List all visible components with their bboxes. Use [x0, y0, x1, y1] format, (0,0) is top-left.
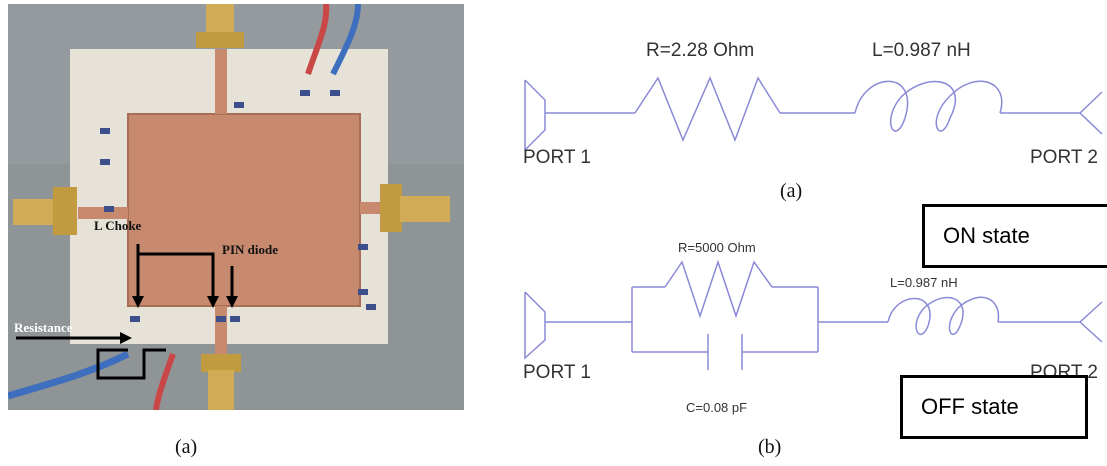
sma-connector-bottom — [201, 354, 241, 410]
caption-a: (a) — [175, 436, 198, 458]
off-inductor-label: L=0.987 nH — [890, 275, 958, 290]
sma-connector-left — [13, 187, 77, 235]
caption-b: (b) — [758, 436, 782, 458]
label-l-choke: L Choke — [94, 218, 142, 233]
sma-connector-top — [196, 4, 244, 48]
annotation-arrows — [16, 244, 234, 380]
on-state-label: ON state — [943, 223, 1030, 248]
on-state-box: ON state — [922, 204, 1107, 268]
off-port1-symbol — [524, 291, 546, 360]
on-inductor — [854, 80, 1003, 132]
on-port1-label: PORT 1 — [523, 147, 591, 168]
on-port1-symbol — [524, 79, 546, 152]
off-state-box: OFF state — [900, 375, 1088, 439]
circuit-schematic — [524, 76, 1103, 370]
sma-connector-right — [380, 184, 450, 232]
off-resistor — [664, 259, 773, 319]
copper-patch — [127, 113, 361, 307]
prototype-photo — [8, 4, 464, 410]
blue-wire-top — [330, 4, 361, 76]
red-wire-bottom — [153, 353, 176, 410]
off-port1-label: PORT 1 — [523, 362, 591, 383]
label-resistance: Resistance — [14, 320, 73, 335]
on-subcaption: (a) — [780, 180, 803, 202]
label-pin-diode: PIN diode — [222, 242, 278, 257]
blue-wire-bottom — [8, 350, 130, 400]
off-circuit — [524, 259, 1103, 370]
on-inductor-label: L=0.987 nH — [872, 40, 971, 61]
on-resistor-label: R=2.28 Ohm — [646, 40, 755, 61]
smd-components — [100, 90, 376, 322]
off-resistor-label: R=5000 Ohm — [678, 240, 756, 255]
off-state-label: OFF state — [921, 394, 1019, 419]
off-capacitor-label: C=0.08 pF — [686, 400, 748, 415]
on-circuit — [524, 76, 1103, 152]
on-port2-label: PORT 2 — [1030, 147, 1098, 168]
red-wire-top — [305, 4, 330, 75]
off-inductor — [887, 296, 1000, 335]
arrowheads — [120, 296, 238, 344]
on-resistor — [634, 76, 781, 143]
